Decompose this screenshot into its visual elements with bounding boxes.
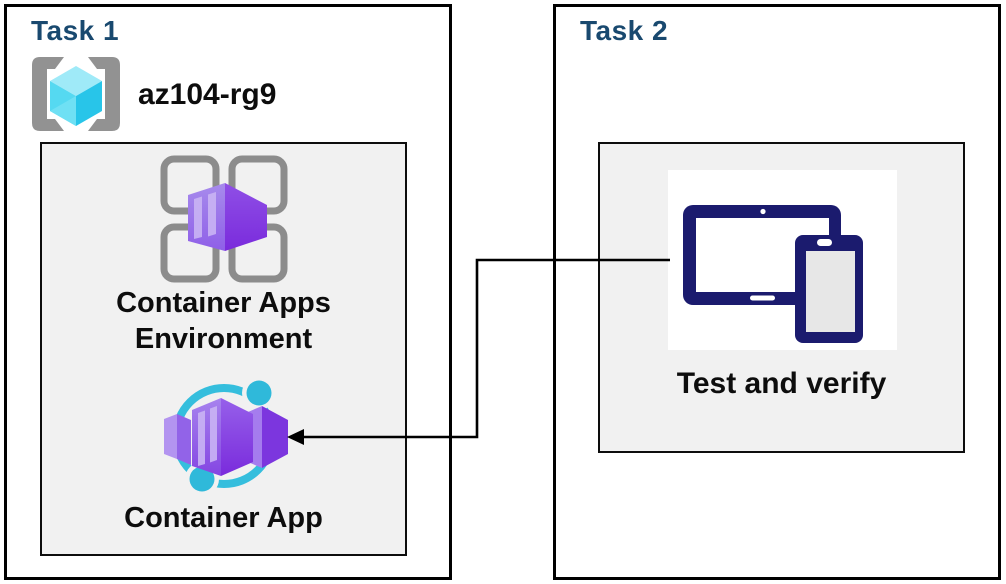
- container-apps-panel: Container Apps Environment: [40, 142, 407, 556]
- container-app-icon: [158, 372, 290, 504]
- task2-box: Task 2 Test and v: [553, 4, 1001, 580]
- test-verify-label: Test and verify: [676, 367, 887, 400]
- task1-box: Task 1 az104-rg9: [4, 4, 452, 580]
- task1-title: Task 1: [31, 15, 120, 46]
- container-apps-environment-icon: [158, 153, 290, 285]
- devices-icon: [668, 170, 897, 350]
- test-verify-panel: Test and verify: [598, 142, 965, 453]
- resource-group-icon: [28, 55, 124, 135]
- resource-group-name: az104-rg9: [138, 78, 277, 111]
- devices-card: [668, 170, 897, 350]
- resource-group-row: az104-rg9: [28, 55, 276, 135]
- task2-title: Task 2: [580, 15, 669, 46]
- container-app-label: Container App: [124, 502, 323, 534]
- environment-label: Container Apps Environment: [116, 287, 331, 355]
